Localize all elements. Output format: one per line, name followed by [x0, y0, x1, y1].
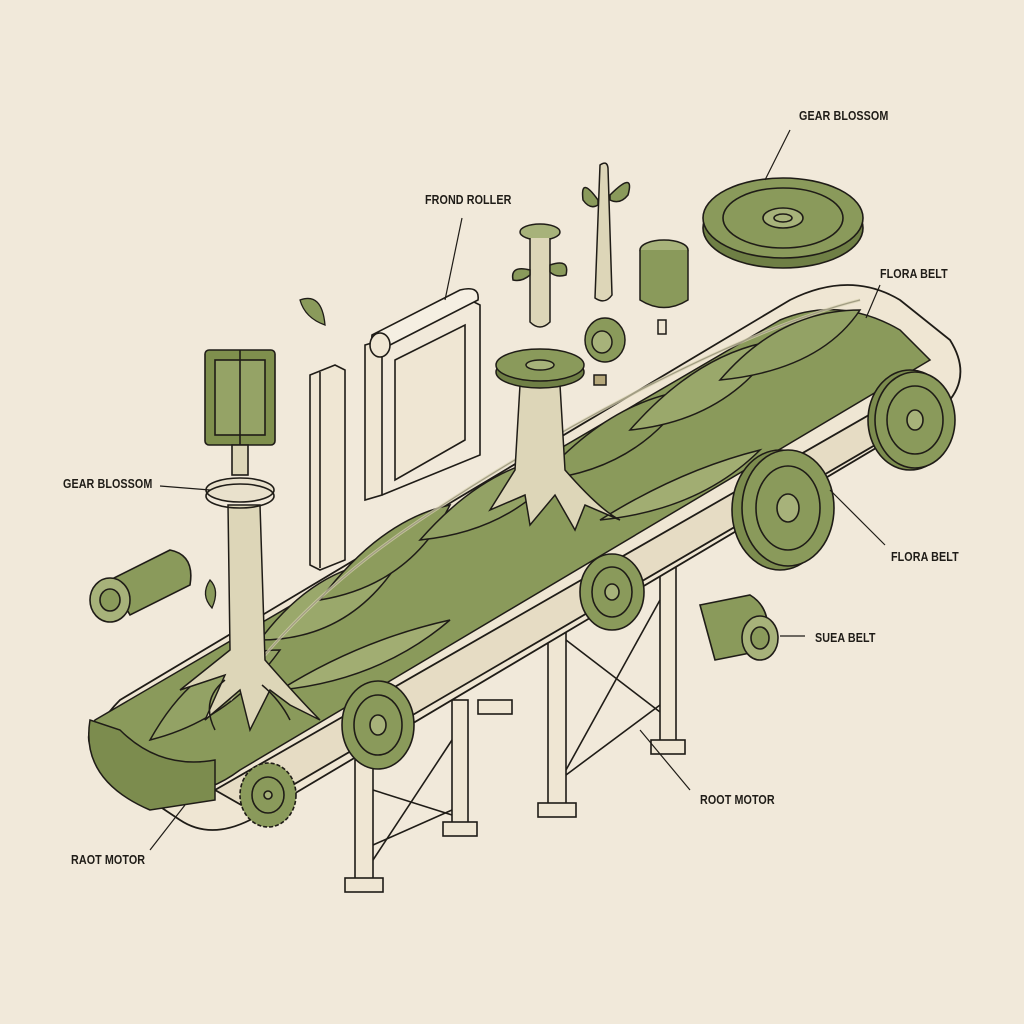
- roller-gear-right-top: [867, 369, 956, 471]
- label-gear-blossom-top: GEAR BLOSSOM: [799, 109, 889, 123]
- label-flora-belt-right: FLORA BELT: [891, 550, 959, 564]
- label-gear-blossom-left: GEAR BLOSSOM: [63, 477, 153, 491]
- small-wheel: [584, 317, 626, 386]
- motor-right: [699, 594, 779, 661]
- label-frond-roller: FROND ROLLER: [425, 193, 512, 207]
- spool-piece: [511, 223, 568, 328]
- roller-gear-right-mid: [731, 449, 835, 571]
- label-root-motor: ROOT MOTOR: [700, 793, 775, 807]
- upright-post: [309, 364, 346, 571]
- roller-gear-middle: [579, 553, 645, 631]
- small-motor: [639, 239, 689, 335]
- branch-stick: [581, 162, 631, 302]
- root-trunk-left: [179, 504, 321, 733]
- flora-belt-surface: [87, 298, 932, 811]
- label-suea-belt: SUEA BELT: [815, 631, 876, 645]
- root-trunk-center: [488, 384, 621, 532]
- gear-blossom-disc: [702, 177, 864, 269]
- gear-blossom-center: [495, 348, 585, 389]
- label-flora-belt-top: FLORA BELT: [880, 267, 948, 281]
- motor-left: [89, 549, 192, 623]
- sprocket-front-left: [239, 762, 297, 828]
- frond-roller-frame: [364, 287, 481, 502]
- gear-blossom-tower: [204, 349, 276, 509]
- floating-leaves: [204, 297, 326, 610]
- roller-gear-front: [341, 680, 415, 770]
- label-raot-motor: RAOT MOTOR: [71, 853, 146, 867]
- leader-lines: [149, 129, 886, 851]
